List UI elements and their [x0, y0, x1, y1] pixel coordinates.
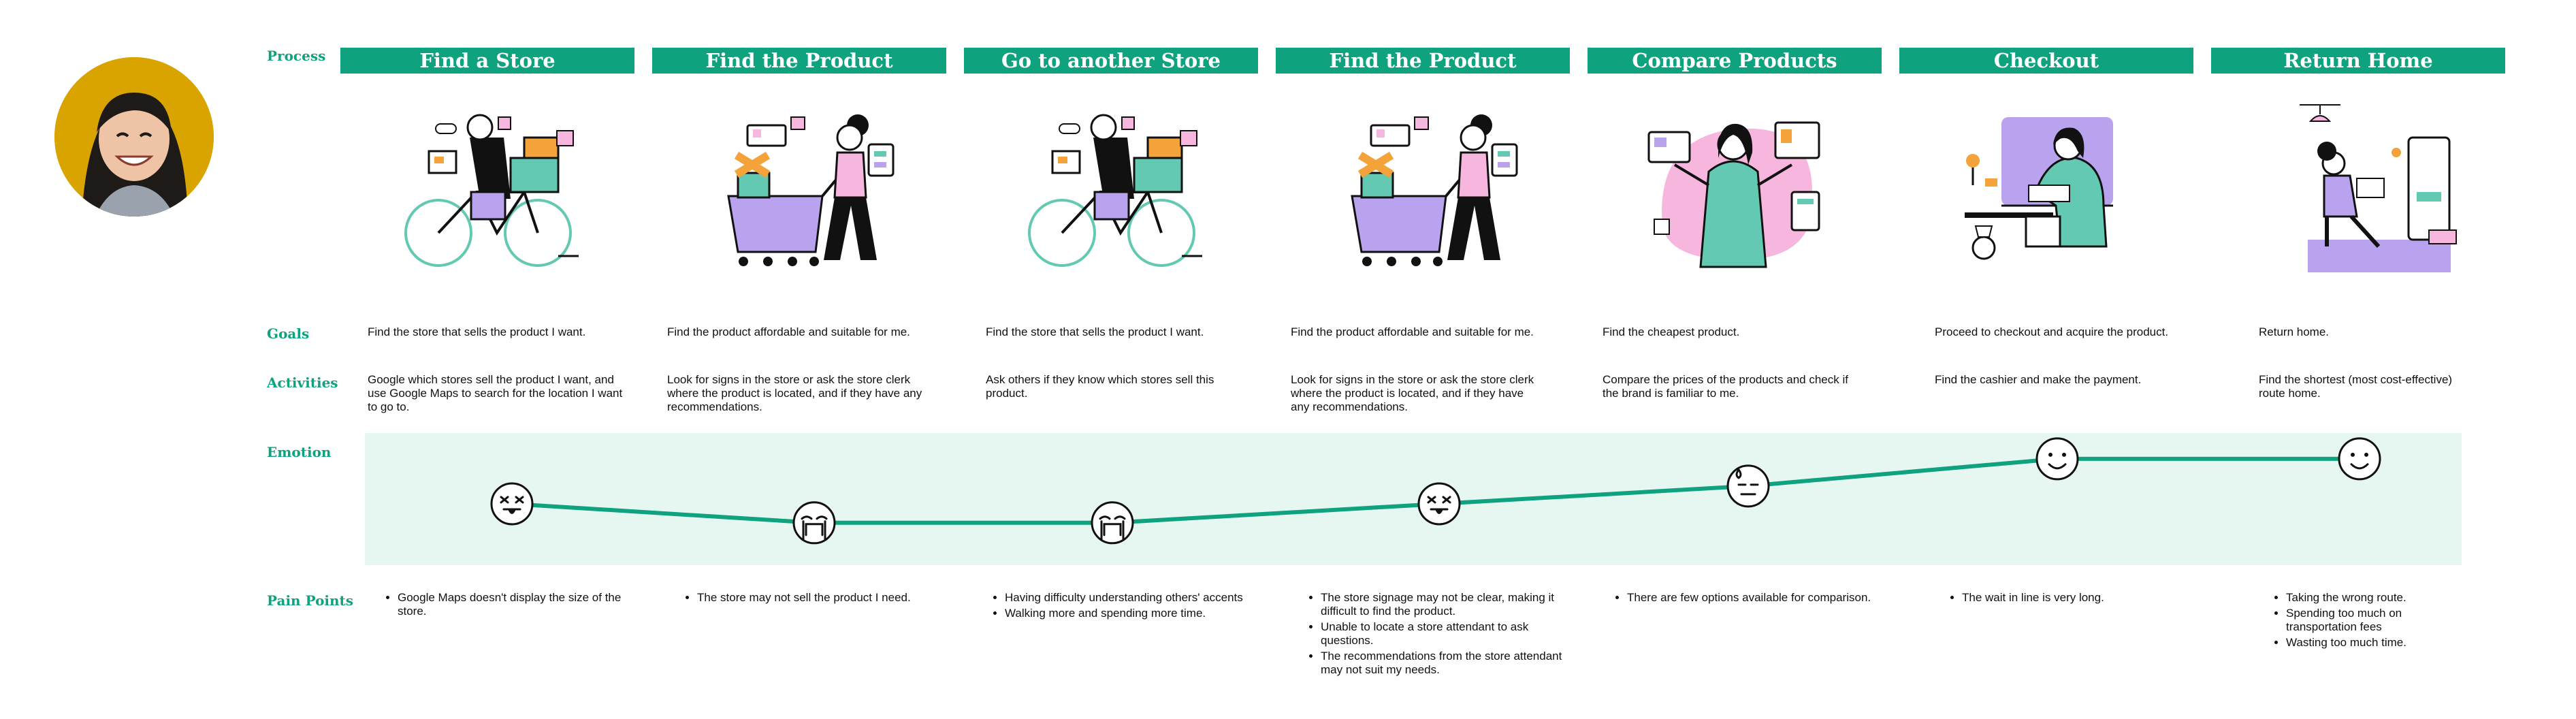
phase-header-go-to-another-store: Go to another Store [964, 48, 1258, 74]
crying-face-icon [1091, 501, 1134, 545]
pain-point: Unable to locate a store attendant to as… [1321, 620, 1566, 648]
goals-label: Goals [267, 325, 310, 342]
activity-text: Google which stores sell the product I w… [368, 373, 623, 413]
persona-avatar [54, 57, 214, 217]
pain-points-list: Having difficulty understanding others' … [980, 591, 1250, 622]
emotion-band [365, 433, 2462, 565]
goal-text: Find the product affordable and suitable… [667, 325, 910, 338]
compare-products-illustration [1588, 90, 1882, 281]
goal-text: Find the product affordable and suitable… [1291, 325, 1534, 338]
goal-text: Find the cheapest product. [1603, 325, 1740, 338]
tongue-out-face-icon [1417, 482, 1461, 526]
pain-point: Wasting too much time. [2286, 636, 2449, 650]
phase-header-checkout: Checkout [1899, 48, 2193, 74]
goal-text: Find the store that sells the product I … [368, 325, 586, 338]
smiling-face-icon [2035, 437, 2079, 481]
phase-header-find-a-store: Find a Store [340, 48, 634, 74]
pain-point: The store signage may not be clear, maki… [1321, 591, 1566, 618]
pain-point: Google Maps doesn't display the size of … [398, 591, 643, 618]
pain-points-label: Pain Points [267, 592, 354, 609]
activity-text: Find the shortest (most cost-effective) … [2259, 373, 2453, 400]
pain-point: Spending too much on transportation fees [2286, 607, 2449, 634]
bicycle-illustration [340, 90, 634, 281]
activity-text: Compare the prices of the products and c… [1603, 373, 1848, 400]
activity-text: Look for signs in the store or ask the s… [1291, 373, 1534, 413]
pain-point: Walking more and spending more time. [1005, 607, 1250, 620]
pain-points-list: The store signage may not be clear, maki… [1296, 591, 1566, 679]
smiling-face-icon [2338, 437, 2381, 481]
pain-point: The wait in line is very long. [1962, 591, 2207, 605]
phase-header-compare-products: Compare Products [1588, 48, 1882, 74]
pain-point: The store may not sell the product I nee… [697, 591, 942, 605]
shopping-cart-illustration [652, 90, 946, 281]
return-home-illustration [2211, 90, 2505, 281]
pain-point: There are few options available for comp… [1627, 591, 1872, 605]
pain-point: The recommendations from the store atten… [1321, 650, 1566, 677]
pain-point: Taking the wrong route. [2286, 591, 2449, 605]
goal-text: Proceed to checkout and acquire the prod… [1935, 325, 2169, 338]
checkout-illustration [1899, 90, 2193, 281]
activity-text: Find the cashier and make the payment. [1935, 373, 2142, 386]
pain-points-list: Google Maps doesn't display the size of … [373, 591, 643, 620]
sweat-face-icon [1726, 464, 1770, 508]
phase-header-find-the-product-2: Find the Product [1276, 48, 1570, 74]
tongue-out-face-icon [490, 482, 534, 526]
pain-points-list: The wait in line is very long. [1937, 591, 2207, 607]
goal-text: Return home. [2259, 325, 2329, 338]
phase-header-find-the-product: Find the Product [652, 48, 946, 74]
pain-points-list: Taking the wrong route. Spending too much… [2261, 591, 2449, 652]
crying-face-icon [792, 501, 836, 545]
process-label: Process [267, 48, 326, 64]
pain-points-list: There are few options available for comp… [1603, 591, 1872, 607]
goal-text: Find the store that sells the product I … [986, 325, 1204, 338]
shopping-cart-illustration-2 [1276, 90, 1570, 281]
emotion-label: Emotion [267, 444, 332, 460]
activities-label: Activities [267, 374, 338, 391]
phase-header-return-home: Return Home [2211, 48, 2505, 74]
activity-text: Look for signs in the store or ask the s… [667, 373, 922, 413]
emotion-curve [490, 437, 2381, 545]
activity-text: Ask others if they know which stores sel… [986, 373, 1214, 400]
bicycle-illustration-2 [964, 90, 1258, 281]
pain-points-list: The store may not sell the product I nee… [673, 591, 942, 607]
pain-point: Having difficulty understanding others' … [1005, 591, 1250, 605]
